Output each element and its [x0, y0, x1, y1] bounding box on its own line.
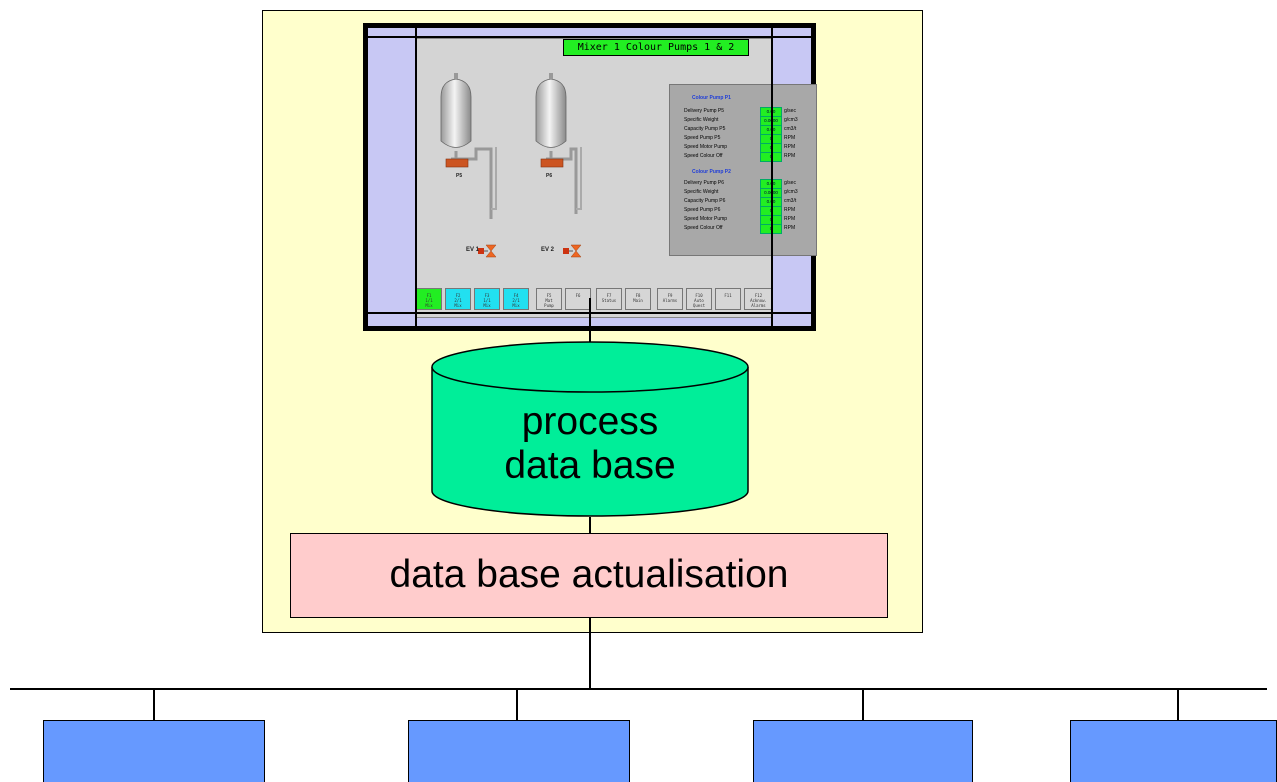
row-unit: RPM: [784, 135, 796, 141]
fkey-f5[interactable]: F5 Mat Pump: [536, 288, 562, 310]
row-unit: cm3/t: [784, 126, 797, 132]
hmi-frame-line: [771, 28, 773, 326]
connector-db-actualisation: [589, 517, 591, 534]
fkey-f8[interactable]: F8 Main: [625, 288, 651, 310]
fkey-f1[interactable]: F1 1/1 Mix: [416, 288, 442, 310]
pump2-title: Colour Pump P2: [692, 169, 731, 175]
hmi-frame-line: [368, 36, 811, 38]
fkey-f7[interactable]: F7 Status: [596, 288, 622, 310]
pump-data-panel: Colour Pump P1 Delivery Pump P50.00g/sec…: [669, 84, 817, 256]
connector-to-bus: [589, 618, 591, 688]
field-node: [43, 720, 265, 782]
pump1-row: Speed Pump P50RPM: [684, 134, 814, 144]
bus-drop: [862, 688, 864, 721]
hmi-canvas: Mixer 1 Colour Pumps 1 & 2: [415, 38, 817, 318]
row-unit: cm3/t: [784, 198, 797, 204]
row-unit: g/sec: [784, 180, 796, 186]
row-label: Capacity Pump P6: [684, 198, 726, 204]
process-graphic: [440, 73, 582, 258]
fkey-f9[interactable]: F9 Alarms: [657, 288, 683, 310]
pump2-row: Speed Motor Pump0RPM: [684, 215, 814, 225]
row-label: Speed Pump P5: [684, 135, 721, 141]
fkey-f6[interactable]: F6: [565, 288, 591, 310]
process-database-cylinder: [431, 341, 749, 517]
fkey-f12[interactable]: F12 Acknow. Alarms: [744, 288, 773, 310]
row-label: Specific Weight: [684, 189, 719, 195]
hmi-frame-line: [415, 28, 417, 326]
row-label: Speed Motor Pump: [684, 144, 728, 150]
pump1-row: Delivery Pump P50.00g/sec: [684, 107, 814, 117]
field-node: [408, 720, 630, 782]
pump1-row: Capacity Pump P50.00cm3/t: [684, 125, 814, 135]
row-label: Specific Weight: [684, 117, 719, 123]
row-unit: g/cm3: [784, 117, 798, 123]
function-key-bar: F1 1/1 Mix F2 2/1 Mix F3 1/1 Mix F4 2/1 …: [416, 288, 774, 310]
database-label-line1: process: [521, 400, 659, 443]
pump1-row: Specific Weight0.0000g/cm3: [684, 116, 814, 126]
row-label: Delivery Pump P5: [684, 108, 725, 114]
tank-p5: [440, 73, 497, 219]
bus-drop: [153, 688, 155, 721]
row-unit: RPM: [784, 225, 796, 231]
database-label-line2: data base: [504, 444, 676, 487]
row-unit: g/cm3: [784, 189, 798, 195]
row-label: Speed Pump P6: [684, 207, 721, 213]
field-node: [1070, 720, 1277, 782]
field-bus-line: [10, 688, 1267, 690]
row-unit: RPM: [784, 216, 796, 222]
fkey-f4[interactable]: F4 2/1 Mix: [503, 288, 529, 310]
row-label: Delivery Pump P6: [684, 180, 725, 186]
fkey-f2[interactable]: F2 2/1 Mix: [445, 288, 471, 310]
valve-label-ev1: EV 1: [466, 247, 480, 253]
tank-label-p6: P6: [546, 173, 553, 179]
database-label: process data base: [440, 400, 740, 488]
hmi-title: Mixer 1 Colour Pumps 1 & 2: [563, 39, 749, 56]
pump1-title: Colour Pump P1: [692, 95, 731, 101]
valve-ev1: [478, 244, 497, 258]
valve-label-ev2: EV 2: [541, 247, 555, 253]
row-label: Speed Colour Off: [684, 153, 723, 159]
field-node: [753, 720, 973, 782]
row-unit: RPM: [784, 153, 796, 159]
pump2-row: Speed Pump P60RPM: [684, 206, 814, 216]
hmi-screenshot: Mixer 1 Colour Pumps 1 & 2: [363, 23, 817, 331]
pump1-row: Speed Motor Pump0RPM: [684, 143, 814, 153]
fkey-f11[interactable]: F11: [715, 288, 741, 310]
pump2-row: Specific Weight0.0000g/cm3: [684, 188, 814, 198]
row-label: Capacity Pump P5: [684, 126, 726, 132]
tank-p6: [535, 73, 582, 214]
fkey-f10[interactable]: F10 Auto Quest: [686, 288, 712, 310]
valve-ev2: [563, 244, 582, 258]
row-label: Speed Colour Off: [684, 225, 723, 231]
row-unit: RPM: [784, 144, 796, 150]
tank-label-p5: P5: [456, 173, 463, 179]
connector-hmi-db: [589, 298, 591, 353]
bus-drop: [516, 688, 518, 721]
pump2-row: Delivery Pump P60.00g/sec: [684, 179, 814, 189]
pump2-row: Capacity Pump P60.00cm3/t: [684, 197, 814, 207]
bus-drop: [1177, 688, 1179, 721]
fkey-f3[interactable]: F3 1/1 Mix: [474, 288, 500, 310]
row-unit: RPM: [784, 207, 796, 213]
pump1-row: Speed Colour Off0RPM: [684, 152, 814, 162]
actualisation-box: data base actualisation: [290, 533, 888, 618]
row-unit: g/sec: [784, 108, 796, 114]
row-label: Speed Motor Pump: [684, 216, 728, 222]
pump2-row: Speed Colour Off0RPM: [684, 224, 814, 234]
